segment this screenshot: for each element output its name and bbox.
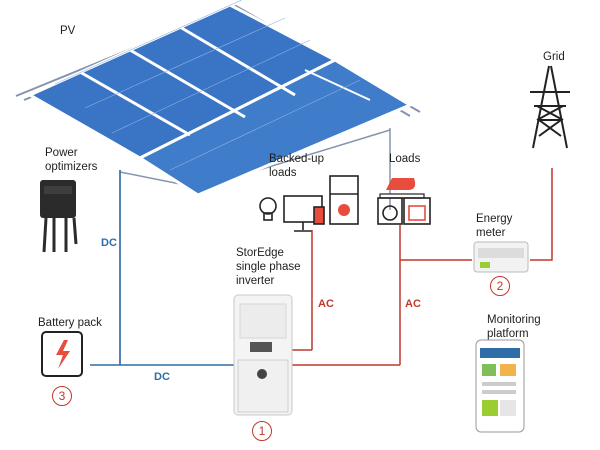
bulb-icon — [259, 197, 277, 221]
grid-tower-icon — [530, 65, 570, 149]
oven-icon — [403, 197, 431, 225]
dc-label-vertical: DC — [101, 237, 117, 249]
energy-meter-label: Energy meter — [476, 213, 513, 239]
inverter-label: StorEdge single phase inverter — [236, 247, 301, 287]
dc-label-horizontal: DC — [154, 371, 170, 383]
inverter — [233, 294, 293, 416]
power-optimizer — [40, 180, 78, 253]
ac-label-loads: AC — [405, 298, 421, 310]
backed-up-loads-label: Backed-up loads — [269, 153, 324, 179]
fridge-icon — [329, 175, 359, 225]
battery-pack — [41, 331, 83, 377]
iron-icon — [379, 178, 425, 199]
battery-pack-label: Battery pack — [38, 317, 102, 329]
monitoring-platform-label: Monitoring platform — [487, 314, 541, 340]
power-optimizers-label: Power optimizers — [45, 147, 98, 173]
monitor-icon — [283, 195, 325, 232]
pv-label: PV — [60, 25, 76, 37]
loads-label: Loads — [389, 153, 421, 165]
energy-meter-number-marker: 2 — [490, 276, 510, 296]
inverter-number-marker: 1 — [252, 421, 272, 441]
grid-label: Grid — [543, 51, 565, 63]
dc-wiring — [90, 170, 235, 366]
battery-number-marker: 3 — [52, 386, 72, 406]
ac-label-backed-up: AC — [318, 298, 334, 310]
energy-meter — [473, 241, 529, 273]
ac-wiring — [290, 168, 553, 366]
solar-panel-array — [26, 0, 414, 197]
monitoring-phone — [475, 339, 525, 433]
washer-icon — [377, 197, 403, 225]
